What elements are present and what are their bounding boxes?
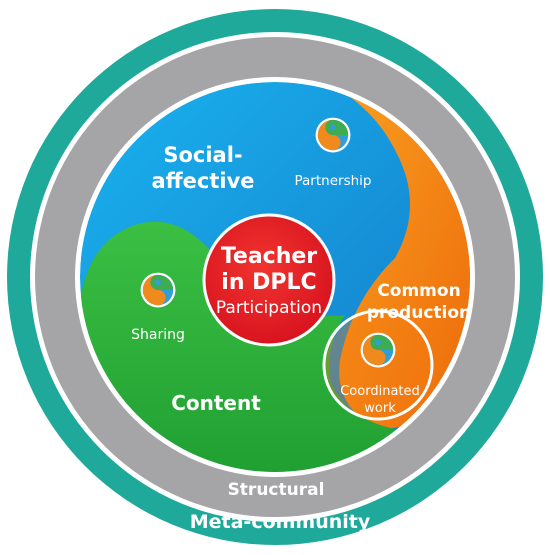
social-affective-label-line1: Social- [163,143,242,167]
social-affective-label-line2: affective [151,169,254,193]
center-subtitle: Participation [216,298,322,318]
sharing-badge: Sharing [131,272,185,343]
content-label: Content [171,391,261,415]
meta-community-label: Meta-community [190,511,371,533]
common-production-label-line1: Common [377,281,460,301]
center-title-line2: in DPLC [221,270,316,295]
coordinated-label-line2: work [364,401,396,416]
yin-yang-icon [140,272,176,308]
yin-yang-icon [360,332,396,368]
yin-yang-icon [315,117,351,153]
structural-label: Structural [228,480,325,500]
center-circle [202,213,336,347]
center-title-line1: Teacher [221,244,317,269]
sharing-label: Sharing [131,327,185,343]
coordinated-work-badge: Coordinated work [340,332,420,416]
common-production-label-line2: production [367,303,471,323]
coordinated-label-line1: Coordinated [340,384,420,399]
partnership-label: Partnership [295,173,372,189]
partnership-badge: Partnership [295,117,372,189]
